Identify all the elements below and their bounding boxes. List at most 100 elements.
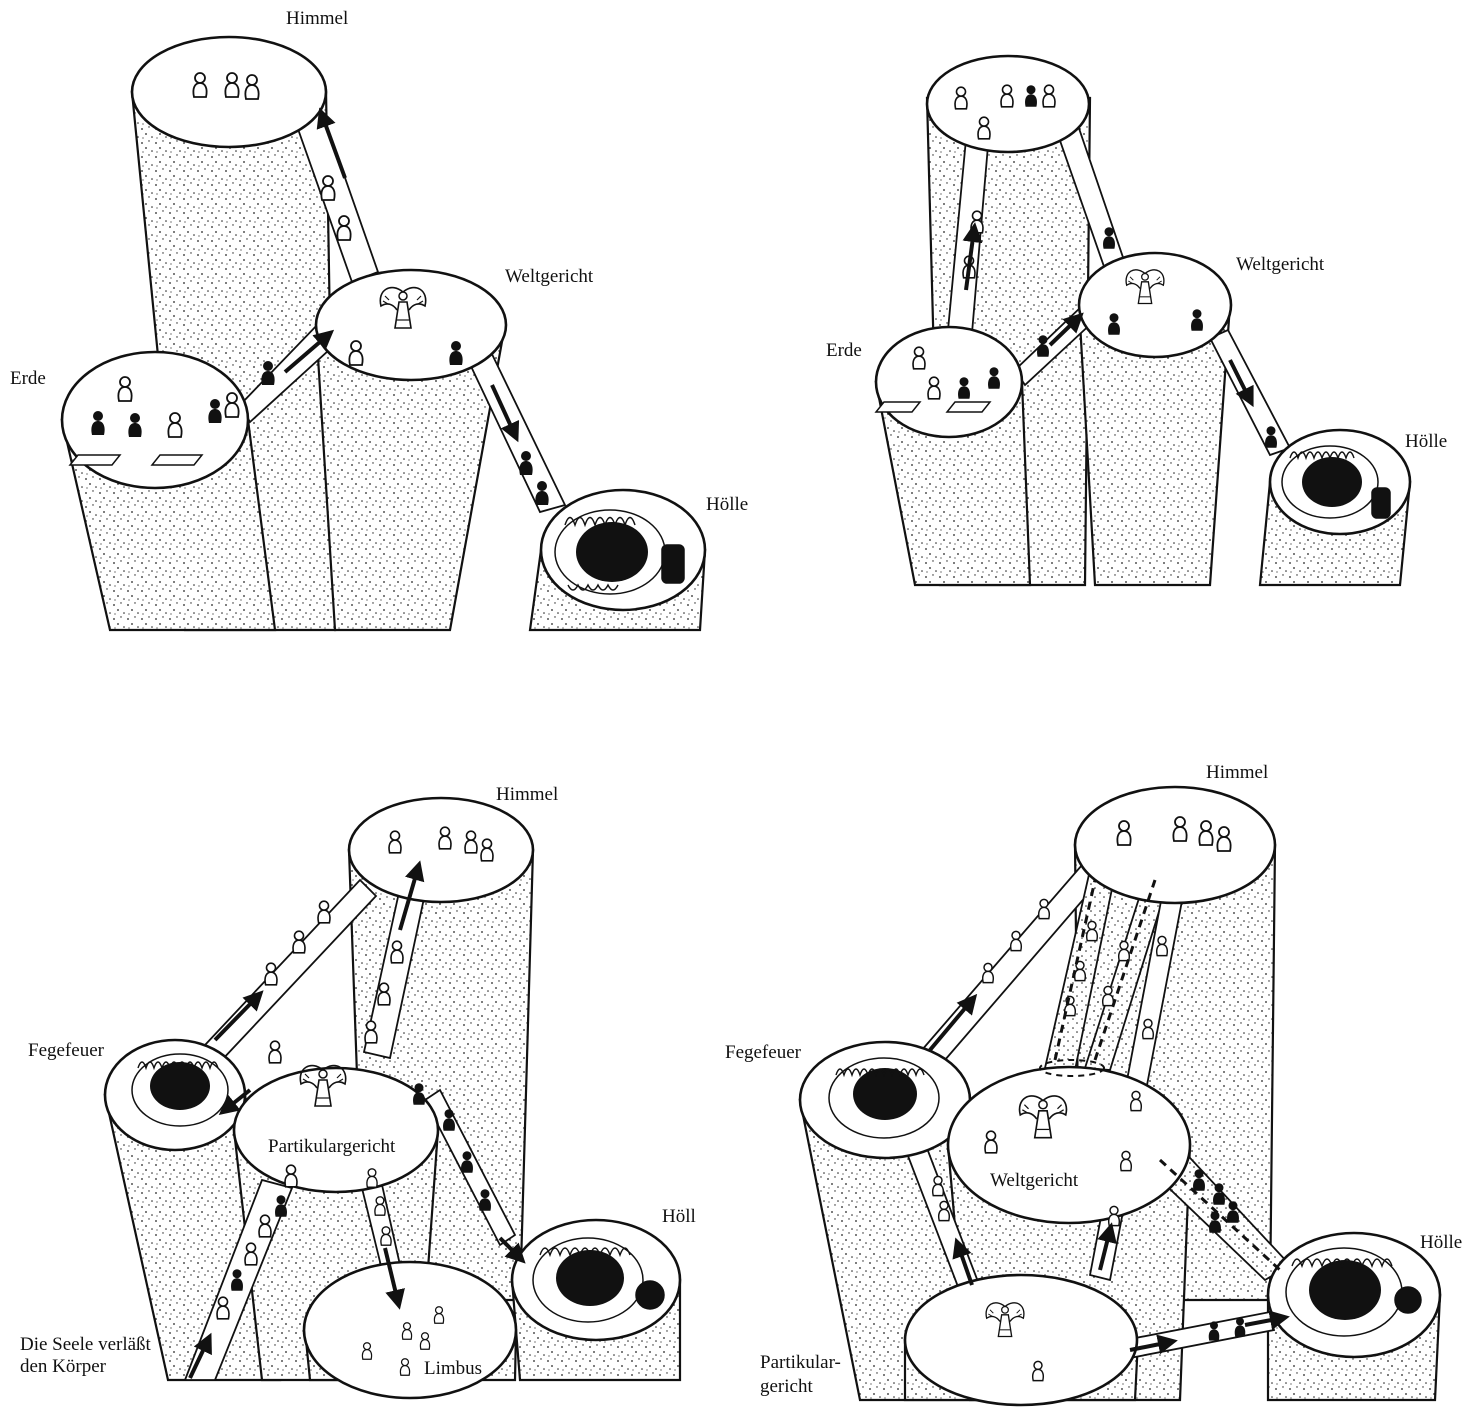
soul-white xyxy=(1001,85,1013,107)
soul-white xyxy=(269,1041,281,1063)
soul-white xyxy=(389,831,401,853)
soul-white xyxy=(365,1021,377,1043)
soul-white xyxy=(1033,1361,1044,1380)
soul-white xyxy=(1131,1091,1142,1110)
label-partikulargericht-3: Partikulargericht xyxy=(268,1136,396,1157)
soul-white xyxy=(1043,85,1055,107)
soul-white xyxy=(1173,817,1186,841)
soul-white xyxy=(1039,899,1050,918)
weltgericht-disc-4 xyxy=(948,1067,1190,1223)
diagram-4: Himmel Fegefeuer Weltgericht Hölle Parti… xyxy=(725,762,1462,1405)
devil-figure-2 xyxy=(1372,488,1390,518)
soul-white xyxy=(1121,1151,1132,1170)
soul-white xyxy=(391,941,403,963)
soul-white xyxy=(367,1169,377,1187)
soul-white xyxy=(465,831,477,853)
damned-mass-3 xyxy=(556,1250,624,1306)
soul-white xyxy=(978,117,990,139)
label-partikular-line2-4: gericht xyxy=(760,1376,813,1397)
soul-white xyxy=(293,931,305,953)
soul-white xyxy=(928,377,940,399)
soul-white xyxy=(933,1176,944,1195)
soul-white xyxy=(402,1323,411,1340)
soul-white xyxy=(362,1343,371,1360)
devil-figure-3 xyxy=(636,1281,664,1309)
soul-white xyxy=(913,347,925,369)
purgatory-mass-3 xyxy=(150,1062,210,1110)
partikulargericht-disc-3 xyxy=(234,1068,438,1192)
diagram-2: Weltgericht Erde Hölle xyxy=(826,56,1447,585)
label-hoelle-4: Hölle xyxy=(1420,1232,1462,1253)
soul-white xyxy=(265,963,277,985)
soul-white xyxy=(378,983,390,1005)
soul-white xyxy=(1199,821,1212,845)
label-fegefeuer-3: Fegefeuer xyxy=(28,1040,105,1061)
label-himmel-1: Himmel xyxy=(286,8,348,29)
soul-white xyxy=(285,1165,297,1187)
soul-white xyxy=(321,176,334,200)
soul-white xyxy=(381,1227,391,1245)
soul-white xyxy=(245,1243,257,1265)
label-hoelle-3: Höll xyxy=(662,1206,696,1227)
soul-white xyxy=(318,901,330,923)
soul-white xyxy=(971,211,983,233)
soul-white xyxy=(1119,941,1130,960)
soul-white xyxy=(955,87,967,109)
label-seele-line2-3: den Körper xyxy=(20,1356,107,1377)
label-limbus-3: Limbus xyxy=(424,1358,482,1379)
soul-white xyxy=(1117,821,1130,845)
damned-mass-1 xyxy=(576,522,648,582)
label-erde-1: Erde xyxy=(10,368,46,389)
damned-mass-2 xyxy=(1302,457,1362,507)
soul-white xyxy=(225,73,238,97)
label-fegefeuer-4: Fegefeuer xyxy=(725,1042,802,1063)
soul-white xyxy=(118,377,131,401)
label-erde-2: Erde xyxy=(826,340,862,361)
label-hoelle-1: Hölle xyxy=(706,494,748,515)
soul-white xyxy=(400,1359,409,1376)
soul-white xyxy=(983,963,994,982)
soul-white xyxy=(375,1197,385,1215)
soul-white xyxy=(337,216,350,240)
weltgericht-disc-2 xyxy=(1079,253,1231,357)
soul-white xyxy=(1087,921,1098,940)
soul-white xyxy=(434,1307,443,1324)
soul-white xyxy=(1143,1019,1154,1038)
label-weltgericht-2: Weltgericht xyxy=(1236,254,1325,275)
soul-white xyxy=(985,1131,997,1153)
soul-white xyxy=(259,1215,271,1237)
diagram-3: Himmel Fegefeuer Partikulargericht Höll … xyxy=(20,784,696,1398)
label-himmel-4: Himmel xyxy=(1206,762,1268,783)
label-partikular-line1-4: Partikular- xyxy=(760,1352,841,1373)
damned-mass-4 xyxy=(1309,1260,1381,1320)
soul-white xyxy=(939,1201,950,1220)
soul-white xyxy=(168,413,181,437)
soul-white xyxy=(1011,931,1022,950)
erde-disc-2 xyxy=(876,327,1022,437)
label-weltgericht-1: Weltgericht xyxy=(505,266,594,287)
devil-figure-4 xyxy=(1395,1287,1421,1313)
purgatory-mass-4 xyxy=(853,1068,917,1120)
soul-white xyxy=(1157,936,1168,955)
soul-white xyxy=(1217,827,1230,851)
label-himmel-3: Himmel xyxy=(496,784,558,805)
soul-white xyxy=(1103,986,1114,1005)
soul-white xyxy=(217,1297,229,1319)
beam-fegefeuer-himmel-3 xyxy=(205,880,376,1062)
soul-white xyxy=(193,73,206,97)
himmel-disc-3 xyxy=(349,798,533,902)
label-seele-line1-3: Die Seele verläßt xyxy=(20,1334,152,1355)
label-weltgericht-4: Weltgericht xyxy=(990,1170,1079,1191)
devil-figure-1 xyxy=(662,545,684,583)
soul-white xyxy=(439,827,451,849)
soul-white xyxy=(420,1333,429,1350)
soul-white xyxy=(1109,1206,1120,1225)
partikulargericht-disc-4 xyxy=(905,1275,1137,1405)
soul-white xyxy=(349,341,362,365)
label-hoelle-2: Hölle xyxy=(1405,431,1447,452)
soul-white xyxy=(245,75,258,99)
soul-white xyxy=(481,839,493,861)
soul-white xyxy=(225,393,238,417)
himmel-disc-4 xyxy=(1075,787,1275,903)
